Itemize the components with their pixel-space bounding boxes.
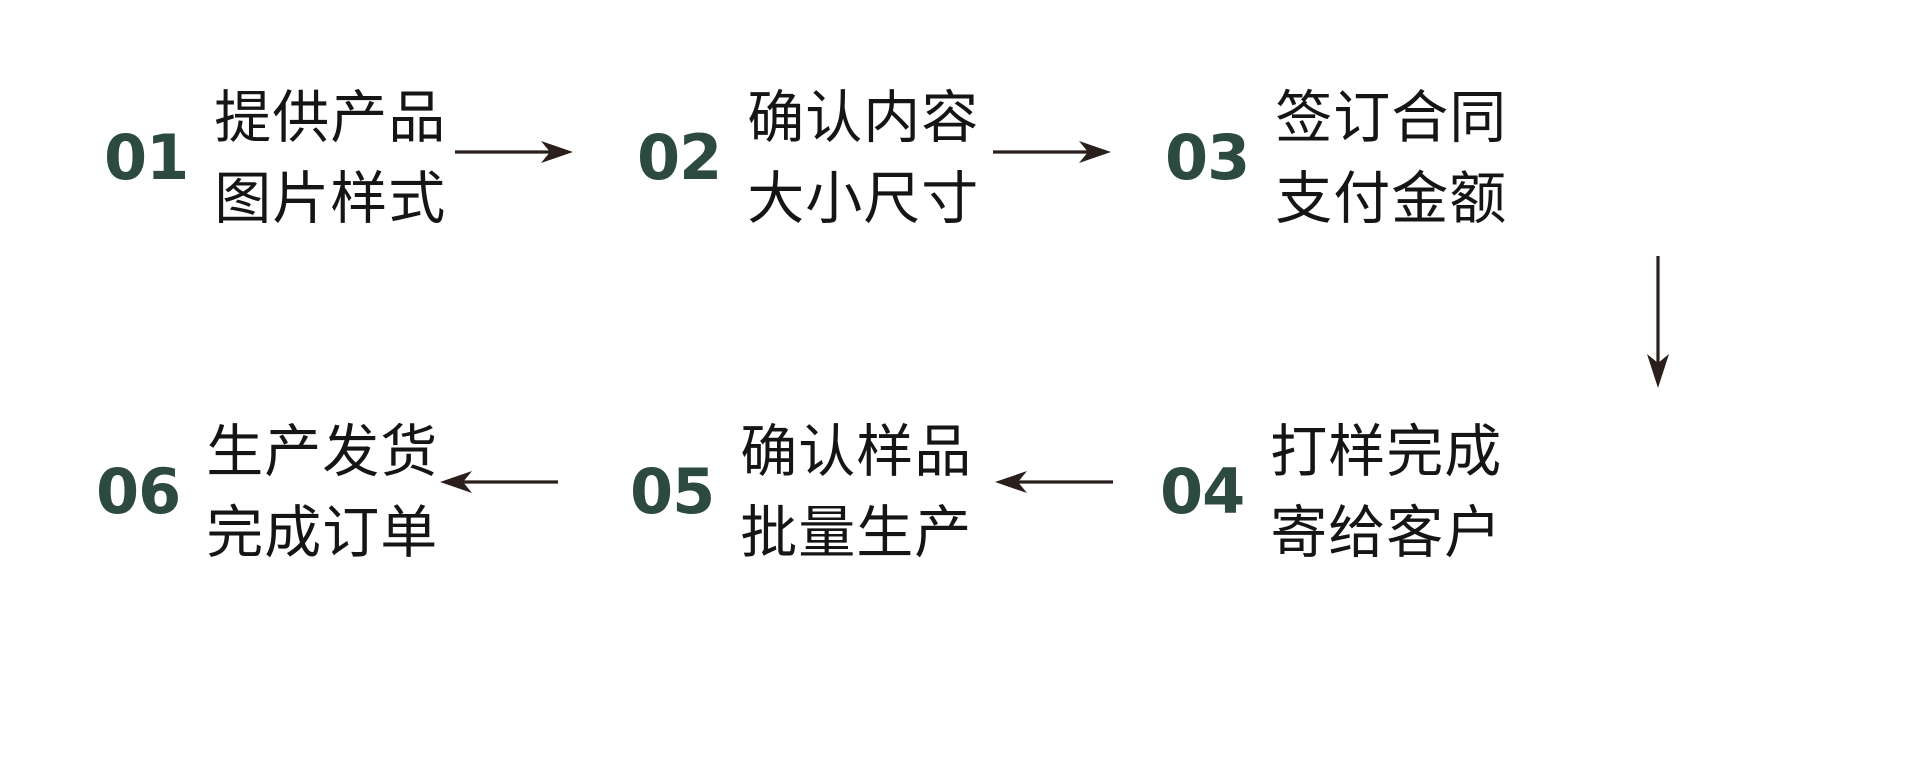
step-number-06: 06: [96, 454, 181, 528]
step-label-line-2: 寄给客户: [1270, 499, 1503, 566]
step-label-line-1: 确认样品: [740, 419, 973, 485]
step-label-line-2: 大小尺寸: [747, 165, 980, 232]
step-label-01: 提供产品 图片样式: [214, 78, 446, 240]
arrow-right-icon-step02-to-step03: [993, 132, 1111, 172]
step-label-line-1: 签订合同: [1275, 85, 1508, 151]
step-label-06: 生产发货 完成订单: [206, 412, 438, 574]
process-step-01[interactable]: 01 提供产品 图片样式: [104, 78, 446, 240]
step-label-line-1: 生产发货: [206, 419, 439, 485]
step-label-03: 签订合同 支付金额: [1275, 78, 1507, 240]
process-step-05[interactable]: 05 确认样品 批量生产: [630, 412, 972, 574]
arrow-down-icon-step03-to-step04: [1638, 256, 1678, 388]
arrow-left-icon-step05-to-step06: [440, 462, 558, 502]
step-label-line-1: 提供产品: [214, 85, 447, 151]
step-label-05: 确认样品 批量生产: [740, 412, 972, 574]
step-number-03: 03: [1165, 120, 1250, 194]
process-step-04[interactable]: 04 打样完成 寄给客户: [1160, 412, 1502, 574]
step-number-05: 05: [630, 454, 715, 528]
step-number-04: 04: [1160, 454, 1245, 528]
process-step-02[interactable]: 02 确认内容 大小尺寸: [637, 78, 979, 240]
process-step-06[interactable]: 06 生产发货 完成订单: [96, 412, 438, 574]
process-step-03[interactable]: 03 签订合同 支付金额: [1165, 78, 1507, 240]
step-label-line-2: 图片样式: [214, 165, 447, 232]
step-label-line-2: 支付金额: [1275, 165, 1508, 232]
step-label-line-1: 打样完成: [1270, 419, 1503, 485]
step-number-01: 01: [104, 120, 189, 194]
step-number-02: 02: [637, 120, 722, 194]
step-label-line-1: 确认内容: [747, 85, 980, 151]
step-label-02: 确认内容 大小尺寸: [747, 78, 979, 240]
step-label-line-2: 完成订单: [206, 499, 439, 566]
step-label-04: 打样完成 寄给客户: [1270, 412, 1502, 574]
step-label-line-2: 批量生产: [740, 499, 973, 566]
arrow-left-icon-step04-to-step05: [995, 462, 1113, 502]
arrow-right-icon-step01-to-step02: [455, 132, 573, 172]
